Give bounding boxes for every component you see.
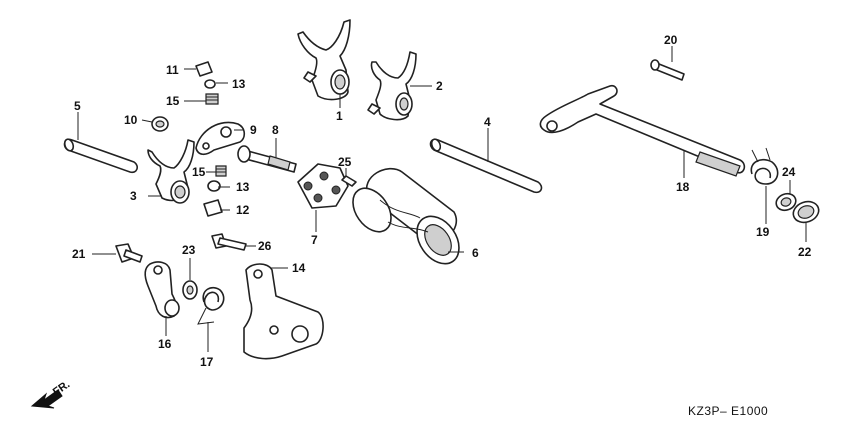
callout-14: 14 bbox=[292, 261, 306, 275]
callout-12: 12 bbox=[236, 203, 250, 217]
callout-13a: 13 bbox=[232, 77, 246, 91]
shift-drum-6 bbox=[352, 167, 460, 265]
roller-13-upper bbox=[204, 79, 216, 89]
callout-17: 17 bbox=[200, 355, 214, 369]
callout-10: 10 bbox=[124, 113, 138, 127]
roller-12 bbox=[203, 199, 223, 217]
return-spring-17 bbox=[197, 286, 225, 325]
callout-21: 21 bbox=[72, 247, 86, 261]
callout-8: 8 bbox=[272, 123, 279, 137]
callout-20: 20 bbox=[664, 33, 678, 47]
bracket-plate-14 bbox=[243, 263, 324, 360]
spring-15-upper bbox=[205, 93, 219, 105]
spring-15-lower bbox=[215, 165, 227, 177]
bolt-26 bbox=[211, 233, 247, 251]
pin-bolt-20 bbox=[650, 59, 685, 81]
callout-22: 22 bbox=[798, 245, 812, 259]
roller-13-lower bbox=[207, 180, 221, 192]
washer-24 bbox=[775, 192, 797, 212]
drawing-code: KZ3P– E1000 bbox=[688, 404, 768, 418]
spindle-spring-19 bbox=[750, 147, 779, 185]
callout-7: 7 bbox=[311, 233, 318, 247]
callout-4: 4 bbox=[484, 115, 491, 129]
callout-18: 18 bbox=[676, 180, 690, 194]
shift-fork-1 bbox=[297, 19, 351, 101]
callout-16: 16 bbox=[158, 337, 172, 351]
callout-15a: 15 bbox=[166, 94, 180, 108]
callout-13b: 13 bbox=[236, 180, 250, 194]
fork-shaft-5 bbox=[63, 138, 139, 174]
callout-19: 19 bbox=[756, 225, 770, 239]
front-arrow-icon bbox=[30, 389, 63, 409]
washer-23 bbox=[182, 280, 198, 300]
callout-25: 25 bbox=[338, 155, 352, 169]
callout-24: 24 bbox=[782, 165, 796, 179]
gearshift-spindle-18 bbox=[539, 84, 746, 177]
callout-5: 5 bbox=[74, 99, 81, 113]
drum-center-7 bbox=[297, 163, 349, 209]
shift-fork-3 bbox=[147, 139, 195, 204]
stopper-arm-16 bbox=[144, 261, 180, 319]
roller-11 bbox=[195, 61, 213, 77]
callout-23: 23 bbox=[182, 243, 196, 257]
bolt-21 bbox=[115, 243, 143, 263]
callout-1: 1 bbox=[336, 109, 343, 123]
callout-2: 2 bbox=[436, 79, 443, 93]
leader-lines bbox=[77, 46, 807, 352]
oil-seal-22 bbox=[792, 200, 820, 224]
callout-15b: 15 bbox=[192, 165, 206, 179]
callout-11: 11 bbox=[166, 63, 179, 77]
callout-6: 6 bbox=[472, 246, 479, 260]
fork-shaft-4 bbox=[429, 138, 543, 194]
drum-bolt-8 bbox=[237, 145, 297, 173]
callout-3: 3 bbox=[130, 189, 137, 203]
callout-26: 26 bbox=[258, 239, 272, 253]
guide-plate-9 bbox=[195, 121, 246, 156]
pin-25 bbox=[341, 175, 357, 187]
callout-9: 9 bbox=[250, 123, 257, 137]
shift-fork-2 bbox=[367, 51, 417, 121]
nut-10 bbox=[151, 116, 169, 132]
